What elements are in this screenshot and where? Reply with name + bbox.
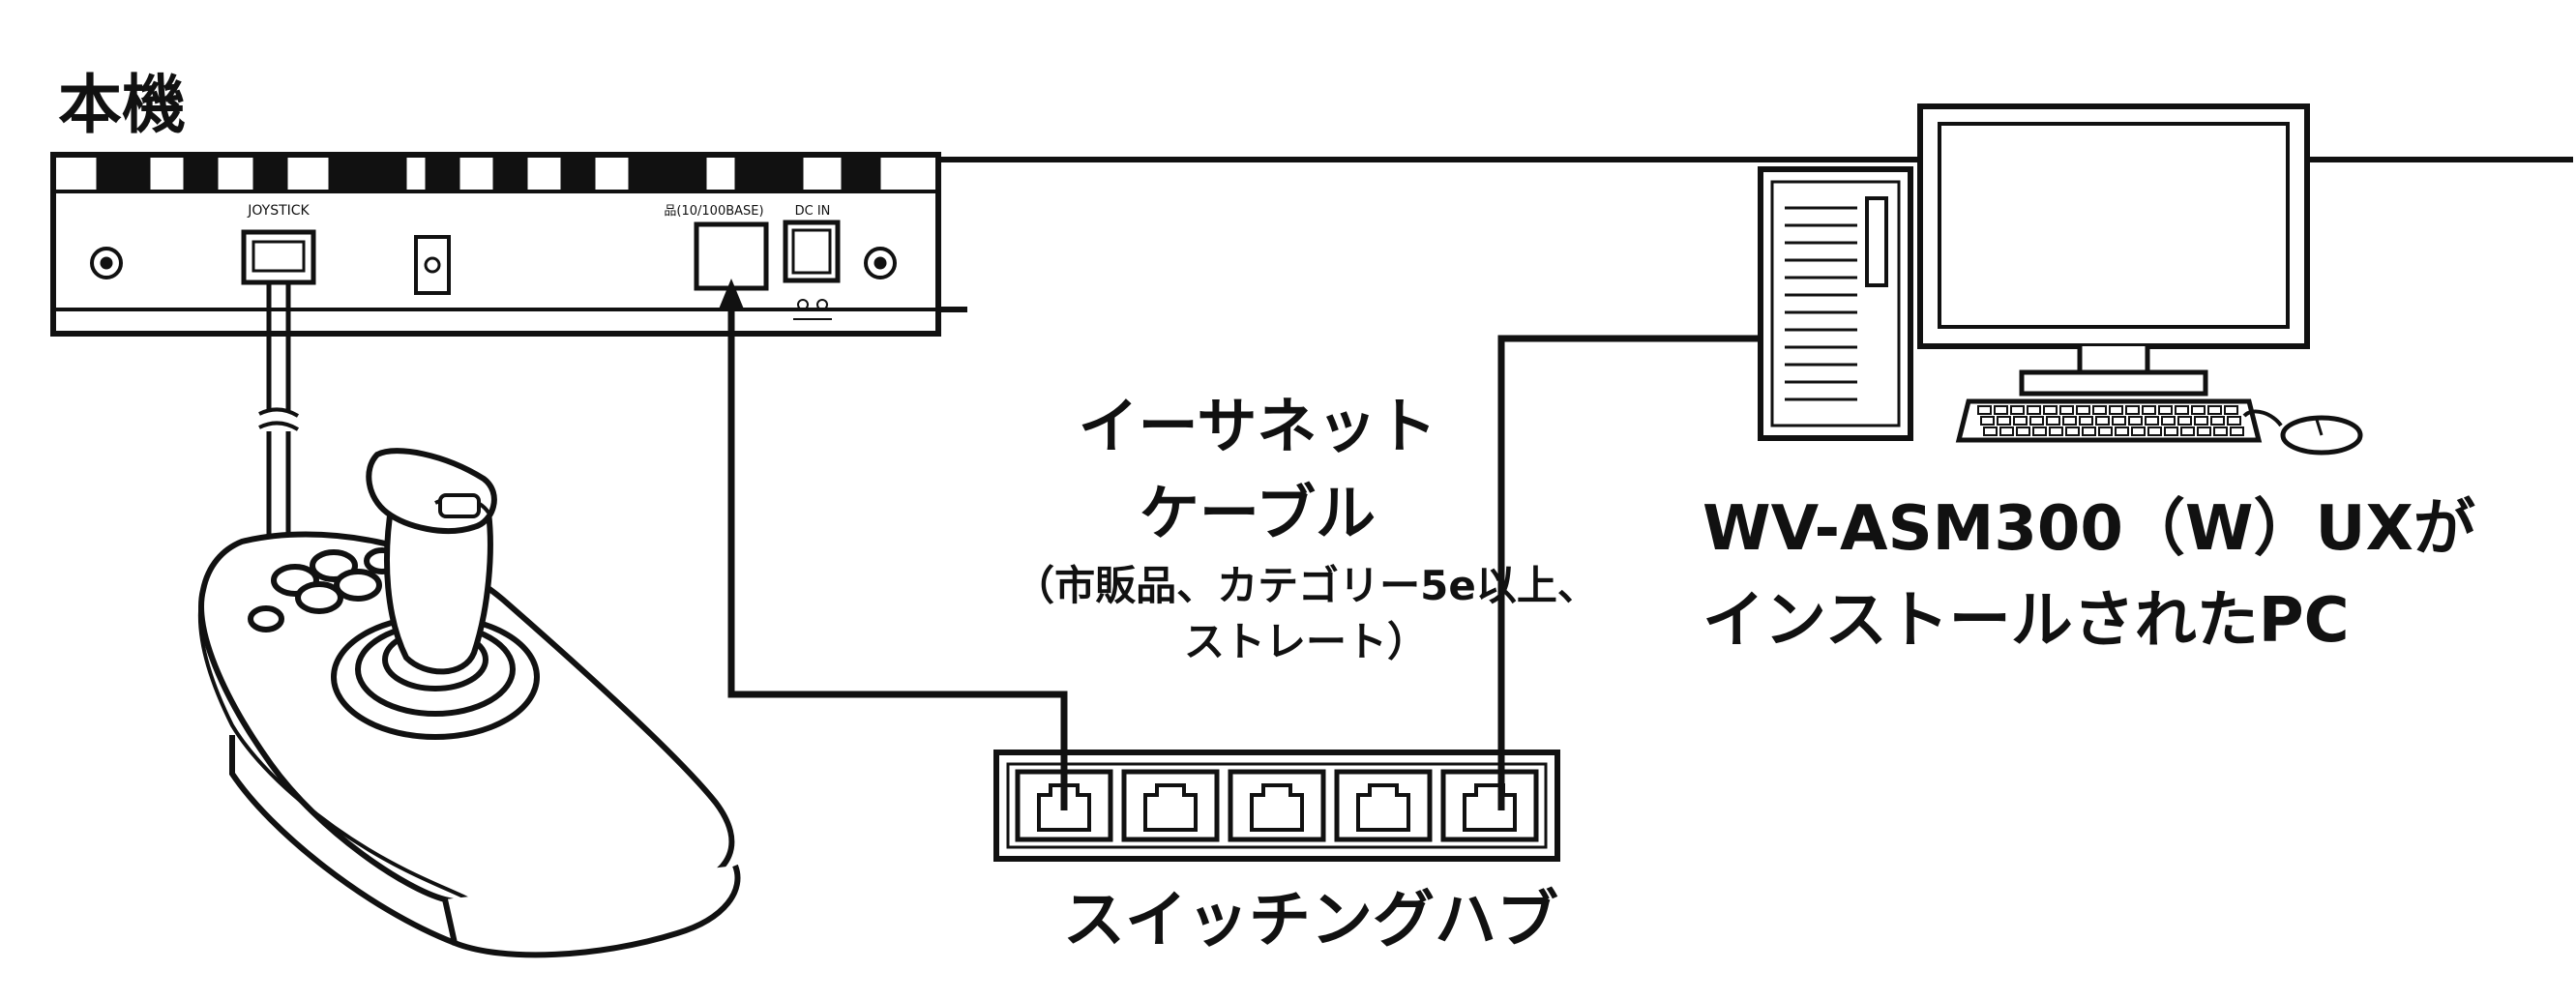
hub-port bbox=[1228, 769, 1326, 842]
pc-monitor bbox=[1917, 103, 2310, 397]
page-title: 本機 bbox=[58, 68, 186, 142]
pc-mouse bbox=[2242, 409, 2363, 456]
cable-note-line2: ストレート） bbox=[1183, 618, 1428, 665]
hub-port bbox=[1334, 769, 1433, 842]
pc-label-line1: WV-ASM300（W）UXが bbox=[1703, 493, 2475, 565]
hub-port bbox=[1440, 769, 1539, 842]
cable-label-line2: ケーブル bbox=[1139, 478, 1377, 548]
joystick-controller bbox=[197, 448, 741, 958]
keyboard-keys bbox=[1977, 405, 2244, 436]
arrow-up-icon bbox=[718, 279, 745, 311]
joystick-port-label: JOYSTICK bbox=[247, 203, 310, 219]
pc-cable bbox=[1497, 335, 1761, 810]
hub-label: スイッチングハブ bbox=[1063, 885, 1558, 956]
hub-port bbox=[1121, 769, 1220, 842]
pc-tower-slots bbox=[1785, 206, 1857, 401]
hub-port bbox=[1015, 769, 1113, 842]
hub-ports bbox=[1015, 769, 1539, 842]
dc-in-label: DC IN bbox=[795, 204, 831, 219]
main-unit-body bbox=[50, 152, 941, 337]
pc-tower bbox=[1758, 166, 1913, 441]
lan-port-label: 品(10/100BASE) bbox=[664, 204, 763, 219]
cable-note-line1: （市販品、カテゴリー5e以上、 bbox=[1014, 562, 1598, 609]
dc-polarity-icon bbox=[793, 299, 832, 320]
pc-label-line2: インストールされたPC bbox=[1703, 585, 2350, 657]
cable-label-line1: イーサネット bbox=[1078, 391, 1437, 461]
switching-hub bbox=[993, 750, 1560, 862]
